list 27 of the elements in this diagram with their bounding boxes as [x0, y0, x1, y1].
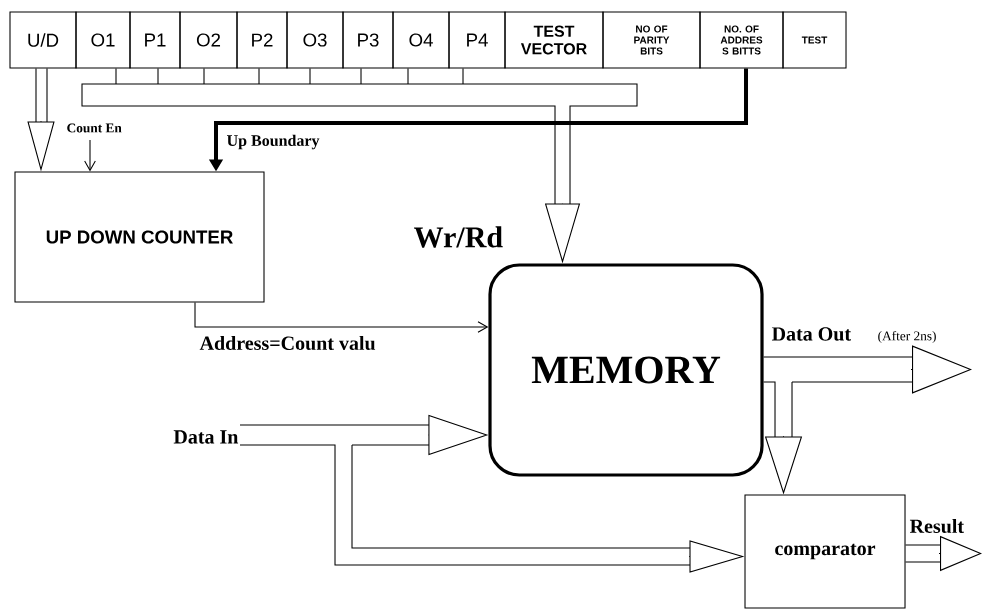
memory-block: MEMORY	[488, 263, 764, 477]
register-field: TEST VECTOR	[504, 11, 604, 69]
register-field: NO. OF ADDRES S BITTS	[699, 11, 784, 69]
input-label: Data In	[173, 430, 239, 444]
timing-note: (After 2ns)	[878, 330, 936, 344]
register-field: TEST	[782, 11, 847, 69]
signal-label: Wr/Rd	[414, 226, 503, 248]
register-field: P1	[129, 11, 181, 69]
edge-label: Address=Count valu	[199, 335, 376, 351]
register-field: O2	[179, 11, 238, 69]
register-field: P4	[448, 11, 506, 69]
comparator-box: comparator	[744, 494, 906, 609]
edge-label: Data Out	[771, 327, 851, 341]
arrow	[194, 302, 489, 333]
register-field: U/D	[9, 11, 77, 69]
edge-label: Up Boundary	[227, 134, 320, 150]
register-field: O3	[286, 11, 344, 69]
register-field: NO OF PARITY BITS	[602, 11, 701, 69]
register-field: P2	[236, 11, 288, 69]
counter-box: UP DOWN COUNTER	[14, 171, 265, 303]
hollow-arrow	[763, 345, 972, 394]
register-field: P3	[342, 11, 394, 69]
register-field: O4	[392, 11, 450, 69]
edge-label: Result	[909, 518, 964, 534]
arrow	[84, 139, 96, 172]
register-field: O1	[75, 11, 131, 69]
edge-label: Count En	[67, 123, 122, 133]
